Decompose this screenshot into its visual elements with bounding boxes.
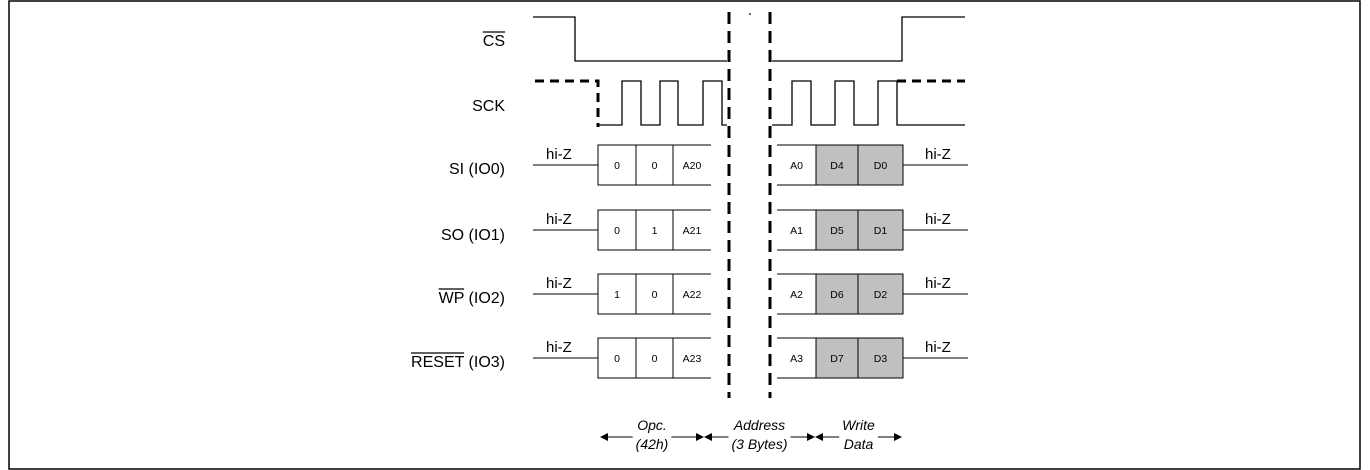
bit-cell-label: 0 [652,160,658,172]
signal-io-io1: (IO1) [464,227,505,244]
bit-cell-label: A20 [683,160,702,172]
hiz-label-right: hi-Z [925,146,951,163]
phase-title: Address [733,417,785,433]
bit-cell [672,337,711,379]
phase-subtitle: Data [844,436,874,452]
hiz-label-left: hi-Z [546,146,572,163]
phase-subtitle: (3 Bytes) [731,436,787,452]
bit-cell-label: 1 [652,225,658,237]
io-row-io0: hi-Z hi-Z 0 0 A20 A0 D4 D0 [533,144,968,186]
bit-cell [672,144,711,186]
data-bit-cell [815,209,859,251]
signal-label-io3: RESET (IO3) [411,354,505,371]
data-bit-cell-label: D3 [874,353,888,365]
signal-io-io2: (IO2) [464,290,505,307]
arrowhead-right [894,433,902,441]
signal-label-sck: SCK [472,98,505,115]
signal-name-io3: RESET [411,354,465,371]
bit-cell-label: A3 [790,353,803,365]
arrowhead-left [815,433,823,441]
bit-cell [597,273,637,315]
bit-cell-label: 1 [614,289,620,301]
bit-cell [635,209,674,251]
signal-label-io0: SI (IO0) [449,161,505,178]
bit-cell-label: 0 [614,160,620,172]
arrowhead-left [704,433,712,441]
data-bit-cell-label: D1 [874,225,888,237]
signal-io-io0: (IO0) [464,161,505,178]
phase-title: Opc. [637,417,667,433]
data-bit-cell [857,273,904,315]
io-row-io2: hi-Z hi-Z 1 0 A22 A2 D6 D2 [533,273,968,315]
hiz-label-left: hi-Z [546,211,572,228]
phase-title: Write [842,417,875,433]
signal-name-io1: SO [441,227,464,244]
bit-cell-label: 0 [614,353,620,365]
phase-subtitle: (42h) [636,436,669,452]
bit-cell-label: A21 [683,225,702,237]
data-bit-cell [857,337,904,379]
signal-name-cs: CS [483,33,505,50]
break-mark [749,13,751,15]
signal-label-io1: SO (IO1) [441,227,505,244]
bit-cell [672,209,711,251]
bit-cell-label: A23 [683,353,702,365]
signal-name-io0: SI [449,161,464,178]
hiz-label-left: hi-Z [546,339,572,356]
data-bit-cell-label: D5 [830,225,844,237]
signal-label-cs: CS [483,33,505,50]
data-bit-cell-label: D0 [874,160,888,172]
io-row-io1: hi-Z hi-Z 0 1 A21 A1 D5 D1 [533,209,968,251]
data-bit-cell [815,337,859,379]
bit-cell-label: A1 [790,225,803,237]
io-row-io3: hi-Z hi-Z 0 0 A23 A3 D7 D3 [533,337,968,379]
diagram-border [8,0,1361,470]
data-bit-cell [857,144,904,186]
bit-cell [672,273,711,315]
signal-label-io2: WP (IO2) [439,290,505,307]
data-bit-cell-label: D7 [830,353,844,365]
bit-cell-label: 0 [652,353,658,365]
data-bit-cell-label: D2 [874,289,888,301]
hiz-label-right: hi-Z [925,211,951,228]
bit-cell [597,337,637,379]
bit-cell [635,337,674,379]
bit-cell-label: A22 [683,289,702,301]
hiz-label-right: hi-Z [925,339,951,356]
phase-1: Opc. (42h) [600,417,704,452]
bit-cell-label: A2 [790,289,803,301]
hiz-label-right: hi-Z [925,275,951,292]
signal-name-io2: WP [439,290,464,307]
arrowhead-left [600,433,608,441]
data-bit-cell [857,209,904,251]
signal-io-io3: (IO3) [464,354,505,371]
signal-labels: CS SCK SI (IO0) SO (IO1) WP (IO2) RESET (IO3) [411,31,505,371]
phase-2: Address (3 Bytes) [704,417,815,452]
bit-cell-label: 0 [614,225,620,237]
bit-cell-label: 0 [652,289,658,301]
cs-waveform [533,16,965,62]
data-bit-cell-label: D6 [830,289,844,301]
bit-cell-label: A0 [790,160,803,172]
hiz-label-left: hi-Z [546,275,572,292]
arrowhead-right [807,433,815,441]
arrowhead-right [696,433,704,441]
sck-waveform [535,79,965,127]
signal-name-sck: SCK [472,98,505,115]
bit-cell [635,144,674,186]
data-bit-cell-label: D4 [830,160,844,172]
bit-cell [597,209,637,251]
data-bit-cell [815,144,859,186]
